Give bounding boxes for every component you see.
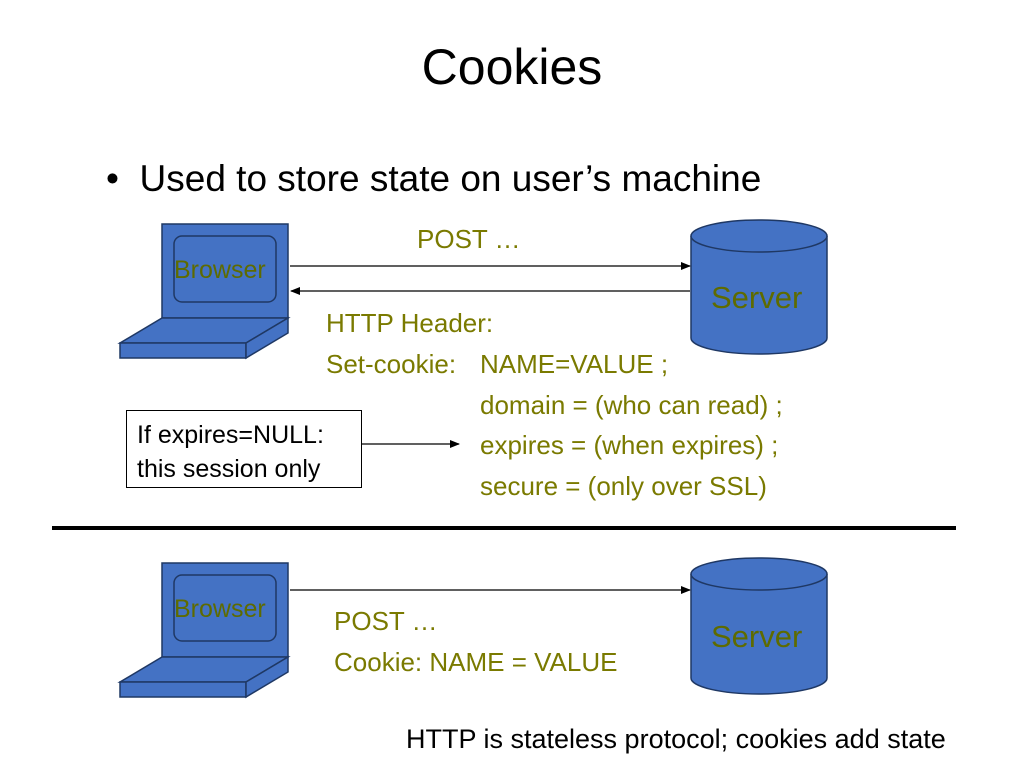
server-label-top: Server <box>711 280 803 315</box>
server-cylinder-bottom <box>690 557 828 695</box>
browser-laptop-bottom <box>117 562 291 699</box>
bullet-glyph: • <box>106 158 140 199</box>
server-label-bottom: Server <box>711 619 803 654</box>
session-note-box: If expires=NULL: this session only <box>126 410 362 488</box>
set-cookie-key: Set-cookie: <box>326 349 457 379</box>
slide-title: Cookies <box>421 39 603 95</box>
browser-label-bottom: Browser <box>174 595 266 623</box>
post-request-label-top: POST … <box>417 224 521 254</box>
post-request-label-bottom: POST … <box>334 606 438 636</box>
cookie-field-name-value: NAME=VALUE ; <box>480 349 669 379</box>
bullet-point: • Used to store state on user’s machine <box>106 158 761 200</box>
cookie-field-domain: domain = (who can read) ; <box>480 390 783 420</box>
note-line-1: If expires=NULL: <box>137 421 324 449</box>
http-header-label: HTTP Header: <box>326 308 494 338</box>
footer-caption: HTTP is stateless protocol; cookies add … <box>406 724 946 754</box>
cookie-field-secure: secure = (only over SSL) <box>480 471 767 501</box>
bullet-text: Used to store state on user’s machine <box>139 158 762 199</box>
note-line-2: this session only <box>137 455 321 483</box>
cookie-request-line: Cookie: NAME = VALUE <box>334 647 618 677</box>
browser-laptop-top <box>117 223 291 360</box>
server-cylinder-top <box>690 219 828 355</box>
cookie-field-expires: expires = (when expires) ; <box>480 430 779 460</box>
browser-label-top: Browser <box>174 256 266 284</box>
